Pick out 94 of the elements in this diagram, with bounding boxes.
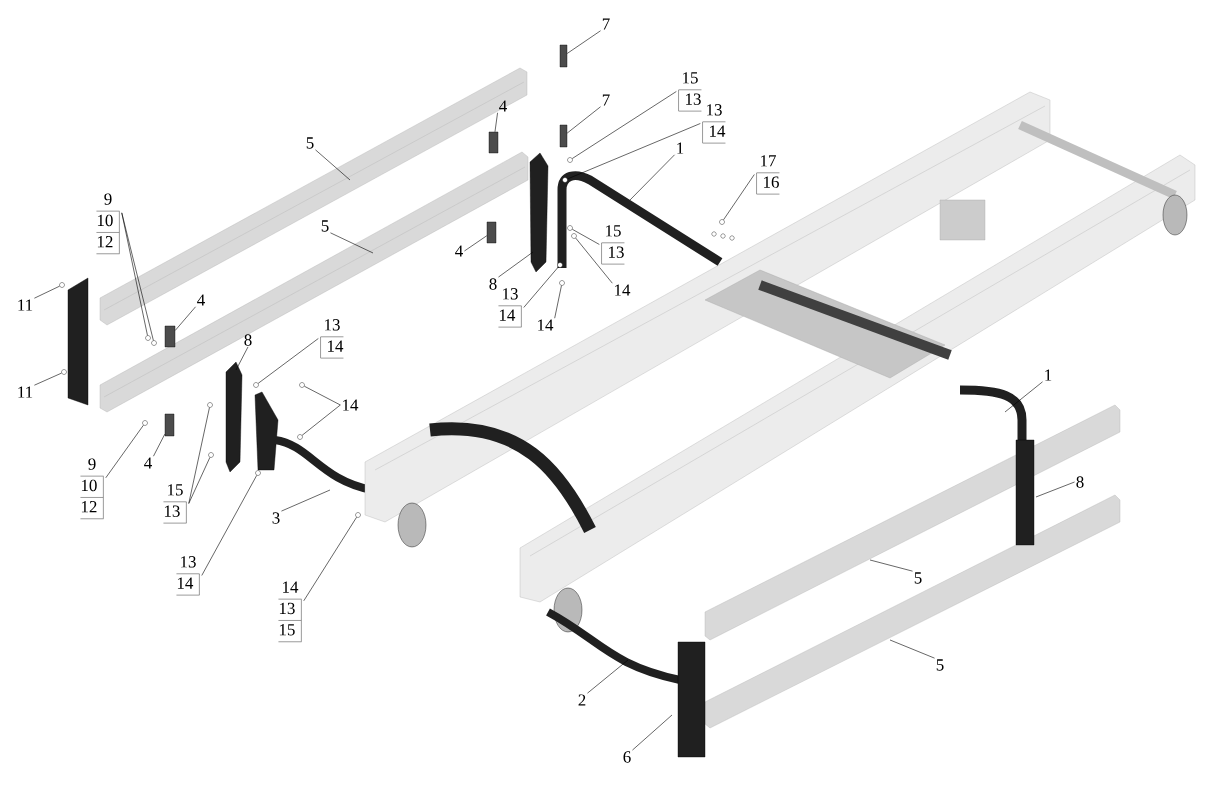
bolt: [557, 262, 563, 268]
leader-line: [587, 659, 629, 694]
callout-number: 2: [578, 694, 586, 706]
leader-line: [1035, 481, 1075, 498]
bolt: [299, 382, 305, 388]
callout-number: 1: [677, 142, 684, 154]
callout-stack: 17 16: [756, 155, 780, 195]
bolt: [61, 369, 67, 375]
leader-line: [629, 154, 675, 201]
leader-line: [174, 306, 196, 331]
leader-line: [153, 433, 166, 457]
leader-line: [34, 285, 60, 299]
leader-line: [494, 112, 498, 133]
callout-number: 7: [602, 18, 610, 30]
leader-line: [575, 237, 613, 284]
leader-line: [632, 714, 673, 751]
leader-line: [281, 489, 331, 512]
callout-number: 5: [914, 572, 922, 584]
bolt: [145, 335, 151, 341]
leader-line: [554, 285, 562, 319]
callout-number: 5: [936, 659, 944, 671]
bolt: [567, 225, 573, 231]
bolt: [559, 280, 565, 286]
leader-line: [889, 639, 935, 659]
bolt: [571, 233, 577, 239]
callout-stack: 15 13: [163, 484, 187, 524]
callout-number: 8: [1076, 476, 1084, 488]
bolt: [355, 512, 361, 518]
callout-stack: 9 10 12: [80, 458, 104, 519]
bolt: [142, 420, 148, 426]
leader-line: [523, 266, 559, 308]
bolt: [567, 157, 573, 163]
bolt: [562, 177, 568, 183]
callout-number: 4: [144, 457, 152, 469]
leader-line: [566, 106, 601, 134]
callout-number: 5: [321, 220, 329, 232]
leader-line: [303, 517, 357, 602]
bolt: [59, 282, 65, 288]
plate: [486, 221, 497, 244]
callout-number: 14: [615, 284, 631, 296]
leader-line: [304, 385, 341, 406]
callout-number: 8: [244, 334, 252, 346]
bolt: [151, 340, 157, 346]
callout-number: 14: [538, 319, 554, 331]
callout-number: 8: [489, 278, 497, 290]
leader-line: [1004, 381, 1043, 413]
callout-number: 11: [18, 299, 33, 311]
callout-number: 1: [1045, 369, 1052, 381]
leader-line: [723, 174, 755, 221]
leader-line: [257, 338, 319, 384]
callout-stack: 9 10 12: [96, 193, 120, 254]
leader-line: [330, 232, 374, 254]
callout-number: 6: [623, 751, 631, 763]
callout-number: 4: [197, 294, 205, 306]
plate: [164, 325, 176, 348]
callout-stack: 13 14: [702, 104, 726, 144]
callout-number: 4: [455, 245, 463, 257]
callout-number: 3: [272, 512, 280, 524]
callout-stack: 15 13: [678, 72, 702, 112]
leader-line: [869, 559, 913, 572]
callout-number: 14: [343, 399, 359, 411]
callout-stack: 13 14: [176, 556, 200, 596]
leader-line: [201, 475, 257, 576]
leader-line: [34, 372, 62, 386]
bolt: [253, 382, 259, 388]
callout-number: 5: [306, 137, 314, 149]
leader-line: [572, 229, 600, 245]
plate: [559, 44, 568, 68]
leader-line: [235, 346, 249, 371]
leader-line: [498, 251, 534, 278]
leader-line: [121, 212, 154, 341]
leader-line: [188, 457, 211, 504]
bolt: [255, 470, 261, 476]
leader-line: [105, 424, 144, 479]
callout-number: 4: [499, 100, 507, 112]
bolt: [719, 219, 725, 225]
callout-stack: 15 13: [601, 225, 625, 265]
leader-line: [571, 91, 677, 159]
callout-stack: 13 14: [498, 288, 522, 328]
callout-stack: 14 13 15: [278, 581, 302, 642]
leader-line: [464, 235, 488, 252]
bolt: [297, 434, 303, 440]
plate: [488, 131, 499, 154]
leader-line: [301, 404, 341, 436]
callout-stack: 13 14: [320, 319, 344, 359]
bolt: [207, 402, 213, 408]
callout-number: 7: [602, 94, 610, 106]
leader-line: [567, 123, 701, 180]
bolt: [208, 452, 214, 458]
callout-number: 11: [18, 386, 33, 398]
leader-line: [315, 149, 351, 181]
plate: [559, 124, 568, 148]
leader-line: [566, 30, 601, 54]
plate: [164, 413, 175, 437]
